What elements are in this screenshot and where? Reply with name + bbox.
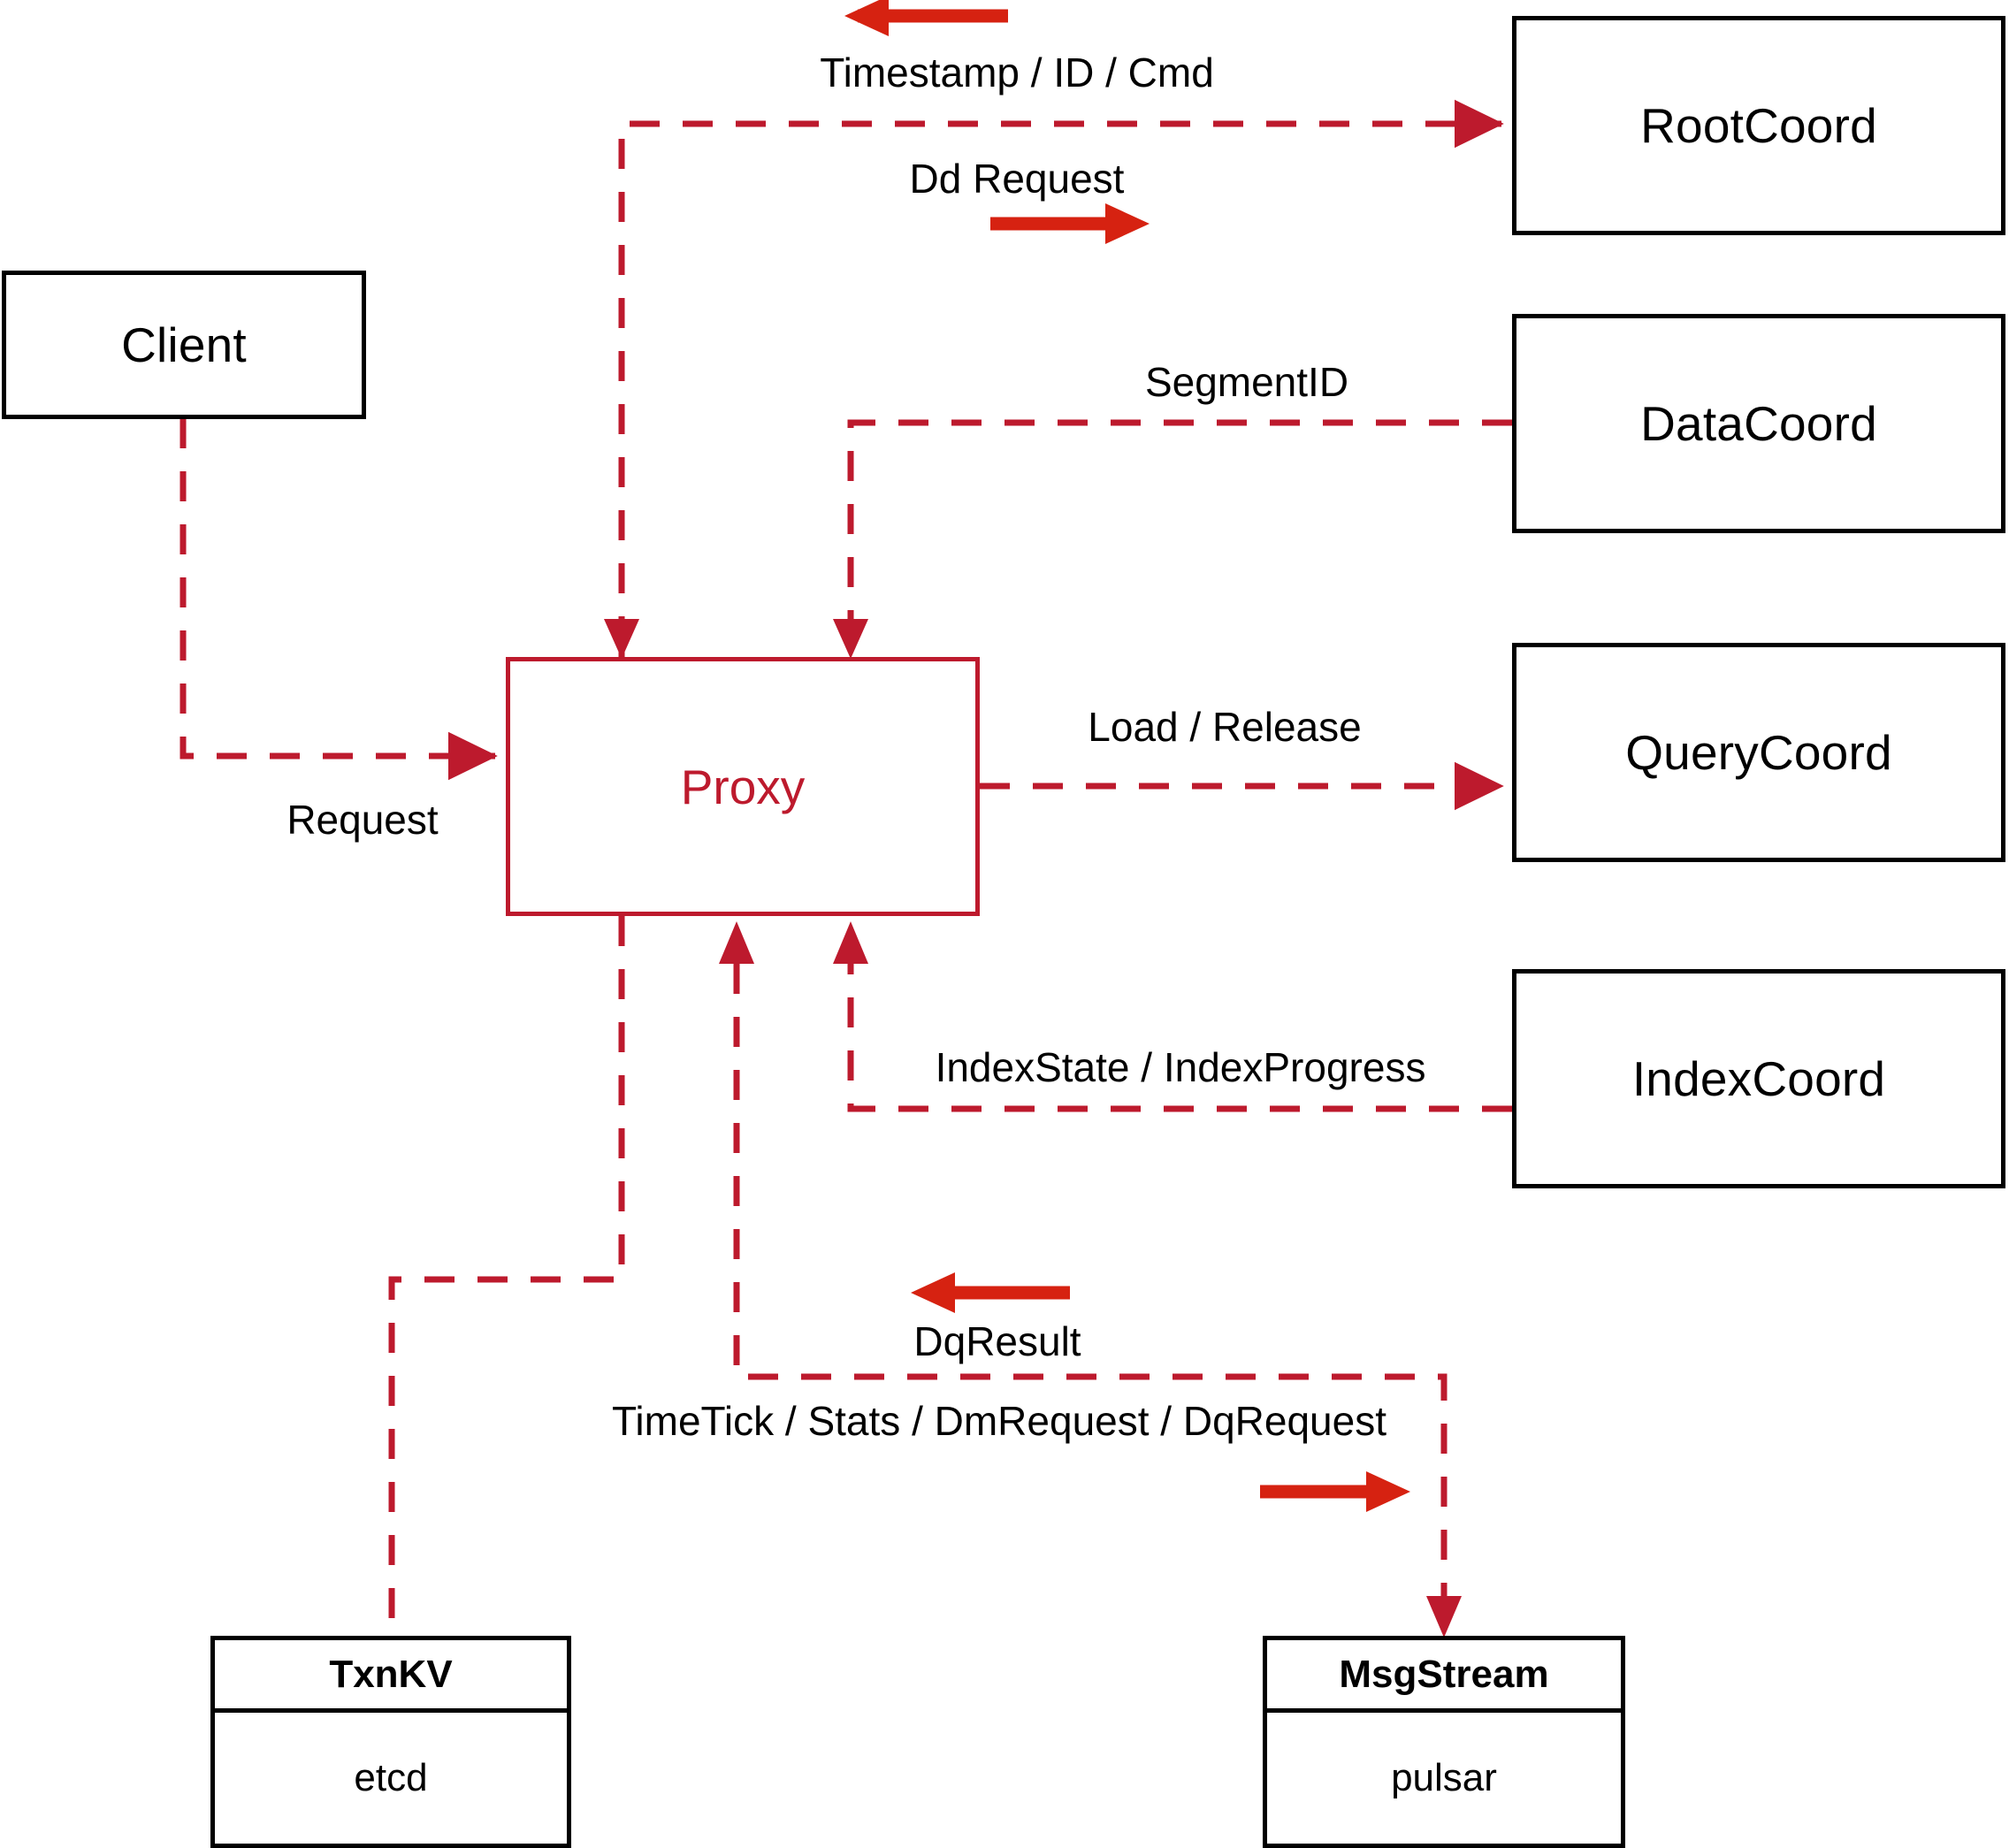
node-txnkv-title: TxnKV xyxy=(215,1640,567,1713)
direction-arrow-timestamp xyxy=(844,0,1008,36)
edge-client-to-proxy xyxy=(180,418,498,781)
edge-label-request: Request xyxy=(286,797,439,843)
edge-label-load-release: Load / Release xyxy=(1088,704,1362,750)
node-querycoord-label: QueryCoord xyxy=(1625,725,1892,780)
node-client[interactable]: Client xyxy=(2,271,366,419)
node-txnkv[interactable]: TxnKV etcd xyxy=(210,1636,571,1848)
node-client-label: Client xyxy=(121,317,247,372)
edge-datacoord-to-proxy xyxy=(833,419,1512,659)
edge-label-index-state: IndexState / IndexProgress xyxy=(935,1044,1426,1090)
node-txnkv-body: etcd xyxy=(354,1756,428,1799)
direction-arrow-dd-request xyxy=(990,203,1150,244)
edge-proxy-to-msgstream xyxy=(719,921,1462,1638)
node-rootcoord-label: RootCoord xyxy=(1640,98,1877,153)
edge-label-segmentid: SegmentID xyxy=(1144,359,1349,405)
edge-label-dd-request: Dd Request xyxy=(909,156,1125,202)
node-rootcoord[interactable]: RootCoord xyxy=(1512,16,2005,235)
edge-label-dq-result: DqResult xyxy=(913,1318,1081,1364)
edge-proxy-to-txnkv xyxy=(388,916,625,1636)
edge-label-timestamp-id-cmd: Timestamp / ID / Cmd xyxy=(820,50,1214,95)
node-msgstream-title: MsgStream xyxy=(1267,1640,1621,1713)
direction-arrow-dq-request xyxy=(1260,1471,1410,1512)
edge-label-timetick-stats: TimeTick / Stats / DmRequest / DqRequest xyxy=(612,1398,1386,1444)
edge-indexcoord-to-proxy xyxy=(833,921,1512,1112)
edge-proxy-to-rootcoord xyxy=(604,99,1504,659)
node-datacoord-label: DataCoord xyxy=(1640,396,1877,451)
node-querycoord[interactable]: QueryCoord xyxy=(1512,643,2005,862)
node-proxy[interactable]: Proxy xyxy=(506,657,980,916)
node-msgstream[interactable]: MsgStream pulsar xyxy=(1263,1636,1625,1848)
direction-arrow-dq-result xyxy=(911,1272,1070,1313)
node-datacoord[interactable]: DataCoord xyxy=(1512,314,2005,533)
node-msgstream-body: pulsar xyxy=(1391,1756,1497,1799)
node-proxy-label: Proxy xyxy=(680,759,806,814)
node-indexcoord-label: IndexCoord xyxy=(1631,1051,1886,1106)
node-indexcoord[interactable]: IndexCoord xyxy=(1512,969,2005,1188)
